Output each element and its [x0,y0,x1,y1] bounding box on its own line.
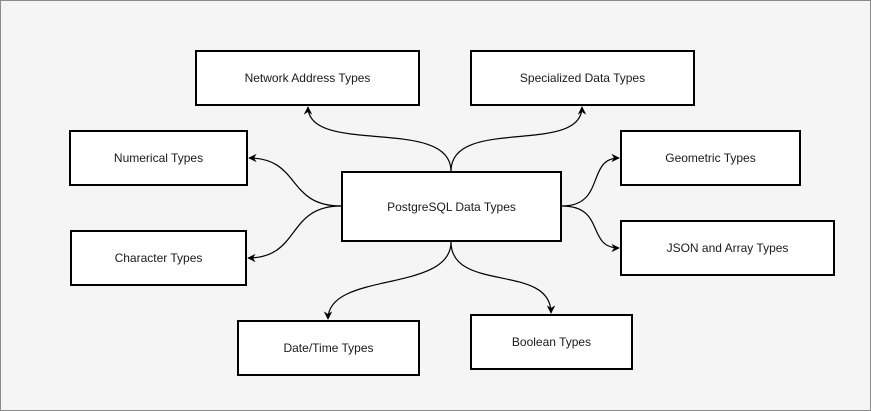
edge-to-boolean [450,241,556,314]
node-network-address-types[interactable]: Network Address Types [195,50,420,106]
node-boolean-types[interactable]: Boolean Types [470,314,633,370]
node-specialized-data-types[interactable]: Specialized Data Types [470,50,695,106]
edge-to-geometric [561,153,620,207]
node-label: Numerical Types [113,151,204,165]
node-date-time-types[interactable]: Date/Time Types [237,320,420,376]
node-character-types[interactable]: Character Types [70,230,247,286]
node-geometric-types[interactable]: Geometric Types [620,130,801,186]
node-numerical-types[interactable]: Numerical Types [69,130,248,186]
node-label: Network Address Types [244,71,371,85]
edge-to-character [247,205,342,263]
edge-to-network-address [303,106,452,172]
node-postgresql-data-types[interactable]: PostgreSQL Data Types [341,171,562,242]
node-label: Date/Time Types [283,341,374,355]
node-label: Geometric Types [665,151,756,165]
node-json-and-array-types[interactable]: JSON and Array Types [620,220,835,276]
edge-to-json-array [561,205,620,253]
edge-to-datetime [323,241,452,320]
node-label: Character Types [114,251,203,265]
node-label: Specialized Data Types [519,71,646,85]
edge-to-numerical [248,153,342,207]
node-label: Boolean Types [511,335,592,349]
node-label: JSON and Array Types [666,241,789,255]
node-label: PostgreSQL Data Types [387,199,516,214]
edge-to-specialized [450,106,587,172]
